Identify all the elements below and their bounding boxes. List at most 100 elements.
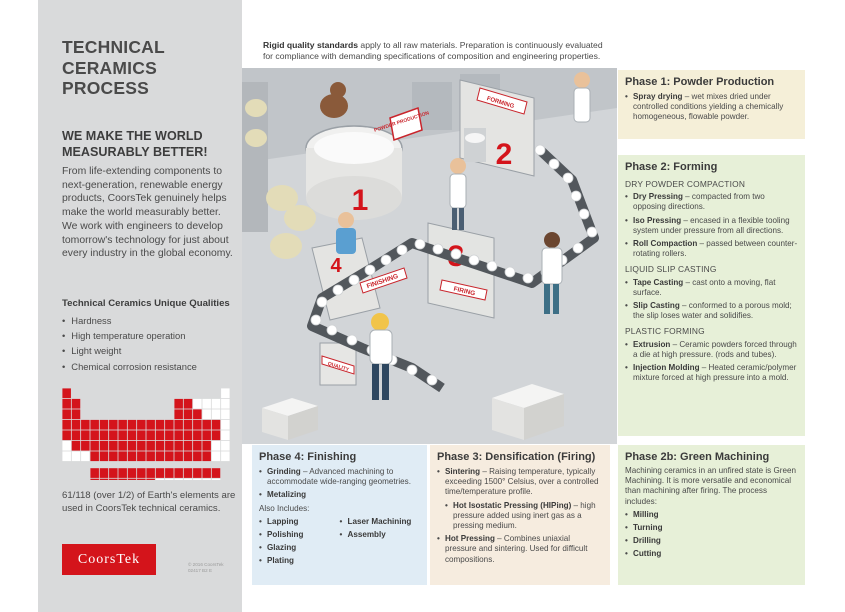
element-cell [165,451,174,462]
phase2-panel: Phase 2: Forming DRY POWDER COMPACTION D… [618,155,805,436]
element-cell [155,419,165,430]
element-cell [174,478,183,480]
element-cell [202,440,211,451]
element-cell [174,451,183,462]
note-bold: Rigid quality standards [263,40,359,50]
list-item: Laser Machining [340,517,421,527]
element-cell [71,430,81,441]
element-cell [90,451,99,462]
list-item: Spray drying – wet mixes dried under con… [625,92,798,123]
element-cell [62,430,71,441]
element-cell [211,430,221,441]
list-item: Injection Molding – Heated ceramic/polym… [625,363,798,383]
element-cell [165,468,174,478]
element-cell [183,409,193,420]
element-cell [211,398,221,409]
element-cell [137,430,146,441]
element-cell [118,419,127,430]
element-cell [71,451,81,462]
element-cell [165,419,174,430]
element-cell [183,468,193,478]
element-cell [211,451,221,462]
phase2b-panel: Phase 2b: Green Machining Machining cera… [618,445,805,585]
element-cell [81,440,90,451]
list-item: Sintering – Raising temperature, typical… [437,467,603,498]
element-cell [183,440,193,451]
element-cell [109,419,118,430]
item-term: Assembly [347,530,386,540]
item-term: Drilling [633,536,661,546]
element-cell [71,409,81,420]
element-cell [183,478,193,480]
coorstek-logo[interactable]: CoorsTek [62,544,156,575]
element-cell [109,430,118,441]
item-term: Spray drying [633,92,683,101]
element-cell [165,440,174,451]
item-desc: – compacted from two opposing directions… [633,192,765,212]
element-cell [137,440,146,451]
element-cell [137,478,146,480]
element-cell [221,409,230,420]
phase3-title: Phase 3: Densification (Firing) [437,451,596,463]
element-cell [211,478,221,480]
item-term: Glazing [267,543,297,553]
element-cell [193,430,202,441]
list-item: Assembly [340,530,421,540]
element-cell [202,409,211,420]
element-cell [155,478,165,480]
item-term: Injection Molding [633,363,700,373]
list-item: Cutting [625,549,798,559]
element-cell [109,468,118,478]
element-cell [174,419,183,430]
item-term: Sintering [445,467,481,476]
item-desc: – Heated ceramic/polymer mixture forced … [633,363,797,383]
element-cell [211,440,221,451]
qualities-list: Hardness High temperature operation Ligh… [62,313,197,374]
item-term: Slip Casting [633,301,680,311]
item-term: Extrusion [633,339,671,349]
element-cell [221,451,230,462]
item-desc: – passed between counter-rotating roller… [633,239,798,259]
phase2-title: Phase 2: Forming [625,161,718,173]
element-cell [174,398,183,409]
quality-standards-note: Rigid quality standards apply to all raw… [263,40,608,62]
item-desc: – cast onto a moving, flat surface. [633,277,776,297]
item-desc: – Ceramic powders forced through a die a… [633,339,797,359]
phase3-panel: Phase 3: Densification (Firing) Sinterin… [430,445,610,585]
element-cell [109,451,118,462]
dry-compaction-heading: DRY POWDER COMPACTION [625,179,746,189]
periodic-table-graphic [62,388,230,480]
element-cell [99,440,109,451]
also-includes-label: Also Includes: [259,503,310,513]
element-cell [155,468,165,478]
slip-casting-heading: LIQUID SLIP CASTING [625,264,717,275]
element-cell [193,478,202,480]
element-cell [109,440,118,451]
element-cell [62,451,71,462]
item-term: Plating [267,556,294,566]
element-cell [109,478,118,480]
step-number-1: 1 [352,184,369,217]
element-cell [174,409,183,420]
element-cell [90,468,99,478]
intro-paragraph: From life-extending components to next-g… [62,166,233,260]
item-desc: – high pressure added using inert gas as… [453,500,596,531]
element-cell [155,430,165,441]
element-cell [202,419,211,430]
element-cell [90,419,99,430]
element-cell [99,430,109,441]
list-item: High temperature operation [62,328,197,343]
element-cell [165,478,174,480]
plastic-forming-heading: PLASTIC FORMING [625,326,705,337]
element-cell [174,440,183,451]
element-cell [193,409,202,420]
element-cell [193,398,202,409]
page-title: TECHNICAL CERAMICS PROCESS [62,37,165,98]
element-cell [174,430,183,441]
item-term: Iso Pressing [633,215,682,225]
element-cell [99,468,109,478]
list-item: Extrusion – Ceramic powders forced throu… [625,340,798,360]
element-cell [183,419,193,430]
element-cell [99,419,109,430]
element-cell [90,430,99,441]
